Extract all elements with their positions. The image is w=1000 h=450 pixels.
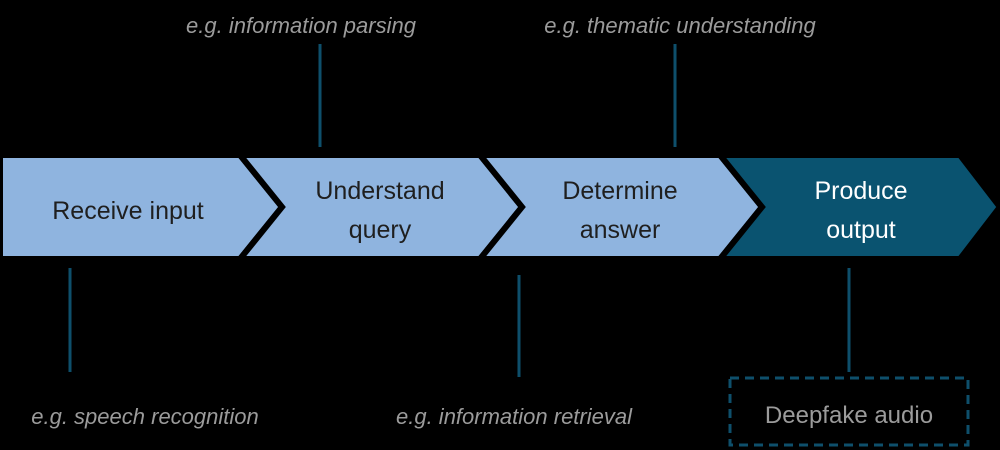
step-produce-output: [713, 152, 1000, 262]
example-information-parsing: e.g. information parsing: [186, 13, 417, 38]
example-thematic-understanding: e.g. thematic understanding: [544, 13, 816, 38]
step-determine-answer-label-line2: answer: [580, 216, 661, 244]
step-receive-input-label: Receive input: [52, 197, 204, 225]
deepfake-audio-box: [728, 376, 970, 447]
step-understand-query-label-line1: Understand: [315, 177, 444, 205]
step-understand-query-label-line2: query: [349, 216, 412, 244]
example-speech-recognition: e.g. speech recognition: [31, 404, 259, 429]
example-information-retrieval: e.g. information retrieval: [396, 404, 633, 429]
step-produce-output-label-line2: output: [826, 216, 896, 244]
step-determine-answer-label-line1: Determine: [562, 177, 677, 205]
deepfake-audio-label: Deepfake audio: [765, 402, 933, 429]
step-produce-output-label-line1: Produce: [814, 177, 907, 205]
